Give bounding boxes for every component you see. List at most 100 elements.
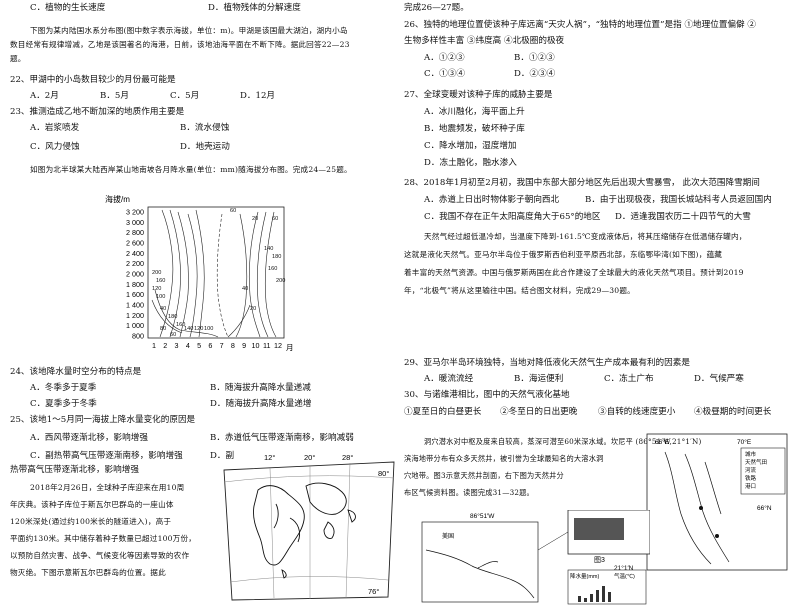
- option-continued: 热带高气压带逐渐北移，影响增强: [10, 465, 139, 475]
- option[interactable]: ②冬至日的日出更晚: [500, 407, 578, 417]
- y-tick-label: 2 400: [126, 249, 144, 258]
- contour-label: 60: [230, 208, 236, 214]
- x-tick-label: 3: [175, 341, 179, 350]
- y-tick-label: 2 600: [126, 239, 144, 248]
- option[interactable]: A．暖流流经: [424, 374, 474, 384]
- question-27: 27、全球变暖对该种子库的威胁主要是: [404, 90, 553, 100]
- option[interactable]: ①夏至日的白昼更长: [404, 407, 482, 417]
- option[interactable]: C．副热带高气压带逐渐南移，影响增强: [30, 451, 183, 461]
- svalbard-map: 12° 20° 28° 80° 76°: [223, 453, 395, 601]
- contour-label: 140: [184, 326, 193, 332]
- contour-label: 180: [168, 314, 177, 320]
- contour-label: 20: [252, 216, 258, 222]
- x-tick-label: 10: [251, 341, 259, 350]
- option[interactable]: D．地壳运动: [180, 142, 230, 152]
- option[interactable]: B．赤道低气压带逐渐南移，影响减弱: [210, 433, 354, 443]
- option[interactable]: B．流水侵蚀: [180, 123, 230, 133]
- option[interactable]: A．赤道上日出时物体影子朝向西北: [424, 195, 560, 205]
- climate-label: 气温(℃): [614, 572, 635, 580]
- question-29: 29、亚马尔半岛环境独特，当地对降低液化天然气生产成本最有利的因素是: [404, 358, 690, 368]
- passage-line: 120米深处(通过约100米长的隧道进入)，高于: [10, 517, 172, 526]
- y-tick-label: 800: [132, 332, 144, 341]
- option[interactable]: B．5月: [100, 91, 129, 101]
- passage-line: 2018年2月26日，全球种子库迎来在用10周: [30, 483, 185, 492]
- option[interactable]: D．适逢我国农历二十四节气的大雪: [615, 212, 751, 222]
- question-26-cont: 生物多样性丰富 ③纬度高 ④北极圈的极夜: [404, 36, 565, 46]
- contour-label: 160: [268, 266, 277, 272]
- option[interactable]: D．12月: [240, 91, 276, 101]
- contour-label: 200: [276, 278, 285, 284]
- y-tick-label: 2 200: [126, 259, 144, 268]
- lon-label: 28°: [342, 453, 353, 462]
- contour-label: 120: [194, 326, 203, 332]
- option[interactable]: C．风力侵蚀: [30, 142, 80, 152]
- option[interactable]: B．①②③: [514, 53, 555, 63]
- option[interactable]: C．夏季多于冬季: [30, 399, 97, 409]
- passage-text: 题。: [10, 54, 26, 63]
- option[interactable]: D．冻土融化，融水渗入: [424, 158, 517, 168]
- option[interactable]: D．②③④: [514, 69, 556, 79]
- option[interactable]: B．地震频发，破坏种子库: [424, 124, 525, 134]
- x-tick-label: 5: [197, 341, 201, 350]
- option[interactable]: A．①②③: [424, 53, 465, 63]
- legend-item: 天然气田: [745, 458, 767, 466]
- option[interactable]: D．气候严寒: [694, 374, 744, 384]
- lat-label: 66°N: [757, 504, 772, 512]
- option[interactable]: D．随海拔升高降水量递增: [210, 399, 312, 409]
- passage-line: 这就是液化天然气。亚马尔半岛位于俄罗斯西伯利亚平原西北部，东临鄂毕湾(如下图)，…: [404, 250, 723, 259]
- legend: 城市 天然气田 河流 铁路 港口: [745, 450, 767, 490]
- option[interactable]: C．5月: [170, 91, 200, 101]
- option[interactable]: A．西风带逐渐北移，影响增强: [30, 433, 148, 443]
- lat-label: 76°: [368, 587, 379, 596]
- option[interactable]: A．岩浆喷发: [30, 123, 80, 133]
- lon-label: 12°: [264, 453, 275, 462]
- option[interactable]: C．①③④: [424, 69, 465, 79]
- question-23: 23、推测造成乙地不断加深的地质作用主要是: [10, 107, 185, 117]
- option[interactable]: C．冻土广布: [604, 374, 654, 384]
- climate-label: 降水量(mm): [570, 572, 599, 580]
- contour-label: 20: [250, 306, 256, 312]
- contour-label: 40: [242, 286, 248, 292]
- passage-line: 物灭绝。下图示意斯瓦尔巴群岛的位置。据此: [10, 568, 166, 577]
- option-d: D．植物残体的分解速度: [208, 3, 301, 13]
- lon-label: 70°E: [737, 438, 752, 446]
- question-24: 24、该地降水量时空分布的特点是: [10, 367, 142, 377]
- contour-label: 60: [170, 332, 176, 338]
- option[interactable]: ③自转的线速度更小: [598, 407, 676, 417]
- contour-label: 200: [152, 270, 161, 276]
- y-tick-label: 2 000: [126, 270, 144, 279]
- passage-line: 滨海地带分布有众多天然井，被引誉为全球最知名的大溶水洞: [404, 454, 604, 463]
- option[interactable]: D．副: [210, 451, 235, 461]
- option[interactable]: C．我国不存在正午太阳高度角大于65°的地区: [424, 212, 601, 222]
- lon-label: 66°E: [655, 438, 670, 446]
- passage-line: 洞穴潜水对中枢及度来自较高，蒸深可潜至60米深水域。坎尼平 (86°51′W,2…: [424, 437, 702, 446]
- passage-text: 下图为某内陆国水系分布图(图中数字表示海拔，单位：m)。甲湖是该国最大湖泊，湖内…: [30, 26, 348, 35]
- contour-label: 100: [156, 294, 165, 300]
- option[interactable]: A．冬季多于夏季: [30, 383, 97, 393]
- option[interactable]: B．海运便利: [514, 374, 564, 384]
- option[interactable]: ④极昼期的时间更长: [694, 407, 772, 417]
- x-tick-label: 1: [152, 341, 156, 350]
- passage-line: 着丰富的天然气资源。中国与俄罗斯两国在此合作建设了全球最大的液化天然气项目。预计…: [404, 268, 744, 277]
- passage-line: 年，“北极气”将从这里输往中国。结合图文材料，完成29—30题。: [404, 286, 635, 295]
- contour-label: 100: [204, 326, 213, 332]
- x-tick-label: 2: [163, 341, 167, 350]
- y-tick-label: 1 600: [126, 290, 144, 299]
- y-tick-label: 3 200: [126, 208, 144, 217]
- contour-label: 120: [152, 286, 161, 292]
- y-tick-label: 1 000: [126, 321, 144, 330]
- option[interactable]: C．降水增加，湿度增加: [424, 141, 517, 151]
- y-axis-label: 海拔/m: [105, 194, 130, 204]
- legend-item: 河流: [745, 466, 757, 474]
- contour-label: 160: [176, 322, 185, 328]
- option[interactable]: B．随海拔升高降水量递减: [210, 383, 311, 393]
- option-c: C．植物的生长速度: [30, 3, 106, 13]
- option[interactable]: A．2月: [30, 91, 59, 101]
- option[interactable]: A．冰川融化，海平面上升: [424, 107, 525, 117]
- contour-label: 140: [264, 246, 273, 252]
- option[interactable]: B．由于出现极夜，我国长城站科考人员返回国内: [585, 195, 772, 205]
- contour-label: 60: [272, 216, 278, 222]
- question-22: 22、甲湖中的小岛数目较少的月份最可能是: [10, 75, 176, 85]
- contour-label: 160: [156, 278, 165, 284]
- x-tick-label: 6: [208, 341, 212, 350]
